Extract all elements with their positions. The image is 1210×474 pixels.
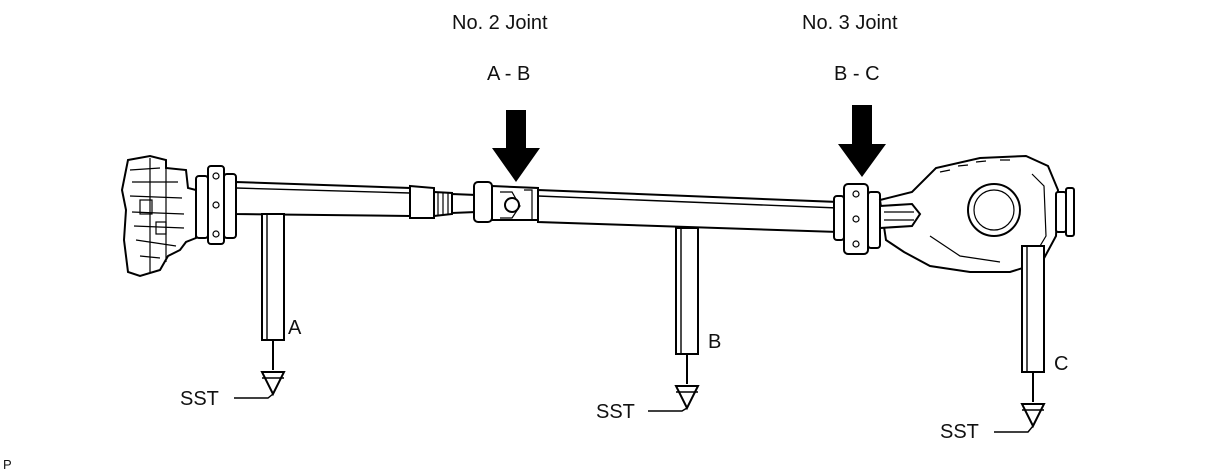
gauge-a xyxy=(234,213,286,399)
joint-3-name: No. 3 Joint xyxy=(802,12,898,34)
differential-housing xyxy=(878,154,1075,273)
gauge-b xyxy=(648,227,700,412)
corner-mark: P xyxy=(3,457,12,472)
joint-2-name: No. 2 Joint xyxy=(452,12,548,34)
gauge-b-sst-label: SST xyxy=(596,401,635,423)
gauge-a-letter: A xyxy=(288,317,302,339)
rear-flange xyxy=(833,183,881,255)
front-flange xyxy=(195,165,237,245)
front-shaft-tube xyxy=(235,180,411,218)
dial-gauge-tip-icon xyxy=(1020,403,1046,429)
joint-2-range: A - B xyxy=(487,63,530,85)
gauge-a-sst-label: SST xyxy=(180,388,219,410)
gauge-c-sst-label: SST xyxy=(940,421,979,443)
joint-3-range: B - C xyxy=(834,63,880,85)
dial-gauge-tip-icon xyxy=(260,371,286,397)
gauge-c-letter: C xyxy=(1054,353,1068,375)
down-arrow-icon xyxy=(492,110,540,182)
dial-gauge-tip-icon xyxy=(674,385,700,411)
transmission-housing xyxy=(120,154,197,278)
gauge-b-letter: B xyxy=(708,331,721,353)
down-arrow-icon xyxy=(838,105,886,177)
universal-joint-2 xyxy=(473,181,539,223)
slip-yoke xyxy=(409,184,477,219)
gauge-c xyxy=(994,245,1046,433)
rear-shaft-tube xyxy=(537,188,839,234)
